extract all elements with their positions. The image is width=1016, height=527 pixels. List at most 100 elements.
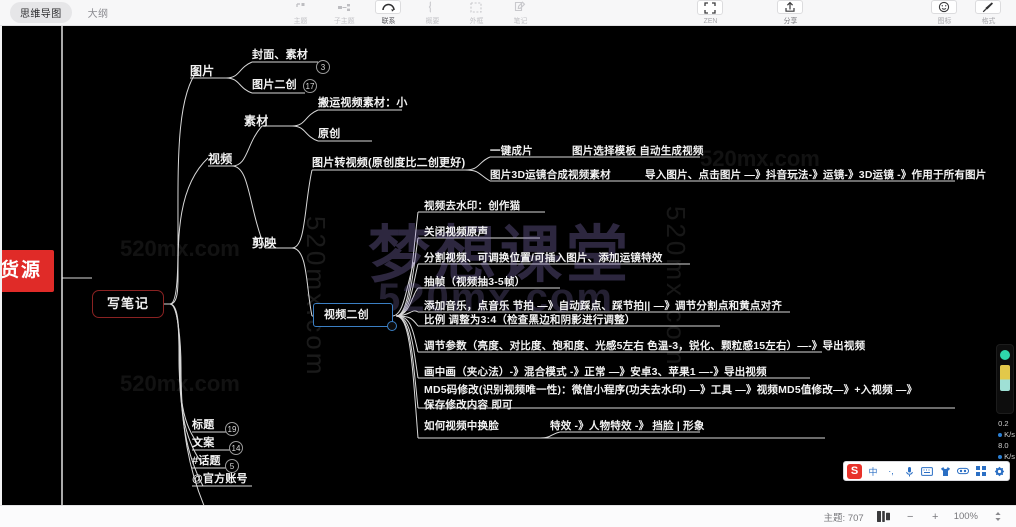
node-jianying[interactable]: 剪映 xyxy=(252,236,277,250)
sogou-logo-icon[interactable]: S xyxy=(847,463,862,479)
node-biaoti[interactable]: 标题 xyxy=(192,419,215,431)
top-toolbar: 思维导图 大纲 主题 子主题 联系 xyxy=(0,0,1016,26)
root-node-huoyuan[interactable]: 货源 xyxy=(0,250,55,292)
node-tiaojie-canshu[interactable]: 调节参数（亮度、对比度、饱和度、光感5左右 色温-3，锐化、颗粒感15左右）—-… xyxy=(424,340,866,352)
topic-icon xyxy=(287,0,313,14)
toolbar-button-summary[interactable]: 概要 xyxy=(410,0,454,26)
fullscreen-icon xyxy=(697,0,723,15)
network-speed-widget[interactable] xyxy=(996,344,1014,414)
note-icon xyxy=(507,0,533,14)
node-huanlian-detail[interactable]: 特效 -》人物特效 -》 挡脸 | 形象 xyxy=(550,420,705,432)
toolbar-button-format[interactable]: 格式 xyxy=(966,0,1010,26)
node-chouzhen[interactable]: 抽帧（视频抽3-5帧） xyxy=(424,276,526,288)
node-md5-xiugai[interactable]: MD5码修改(识别视频唯一性)：微信小程序(功夫去水印) —》工具 —》视频MD… xyxy=(424,384,918,411)
toolbar-label-summary: 概要 xyxy=(425,16,439,25)
toolbar-label-note: 笔记 xyxy=(513,16,527,25)
node-bili[interactable]: 比例 调整为3:4（检查黑边和阴影进行调整） xyxy=(424,314,636,326)
node-guanfang-zhanghao[interactable]: @官方账号 xyxy=(192,473,248,485)
status-bar: 主题: 707 − + 100% xyxy=(0,505,1016,527)
view-mode-tabs: 思维导图 大纲 xyxy=(10,2,118,23)
mindmap-canvas[interactable]: 梦想课堂 520mx.com 520mx.com 520mx.com 520mx… xyxy=(0,26,1016,505)
stepper-icon[interactable] xyxy=(990,510,1006,523)
sogou-ime-toolbar[interactable]: S 中 ·, xyxy=(843,461,1010,481)
toolbar-button-zen[interactable]: ZEN xyxy=(688,0,732,26)
keyboard-icon[interactable] xyxy=(920,464,934,478)
toolbar-label-subtopic: 子主题 xyxy=(333,16,355,25)
node-guanbi-yuansheng[interactable]: 关闭视频原声 xyxy=(424,226,489,238)
node-huati[interactable]: #话题 xyxy=(192,455,221,467)
node-banyun-shipin-sucai[interactable]: 搬运视频素材：小 xyxy=(318,97,408,109)
toolbar-label-icons: 图标 xyxy=(937,16,951,25)
subtopic-icon xyxy=(331,0,357,14)
node-tianjia-yinyue[interactable]: 添加音乐，点音乐 节拍 —》自动踩点、踩节拍|| —》调节分割点和黄点对齐 xyxy=(424,300,783,312)
zen-toolbar-group: ZEN xyxy=(688,0,732,26)
node-tupian-zhuan-shipin[interactable]: 图片转视频(原创度比二创更好) xyxy=(312,157,466,169)
node-wenan[interactable]: 文案 xyxy=(192,437,215,449)
format-toolbar-group: 图标 格式 xyxy=(922,0,1010,26)
toolbar-button-share[interactable]: 分享 xyxy=(768,0,812,26)
toolbar-label-format: 格式 xyxy=(981,16,995,25)
node-tupian-3d[interactable]: 图片3D运镜合成视频素材 xyxy=(490,169,611,181)
badge-huati[interactable]: 5 xyxy=(225,459,239,473)
settings-icon[interactable] xyxy=(992,464,1006,478)
canvas-left-edge xyxy=(0,26,2,505)
node-yuanchuang[interactable]: 原创 xyxy=(318,128,341,140)
apps-icon[interactable] xyxy=(974,464,988,478)
zoom-out-button[interactable]: − xyxy=(906,510,914,523)
node-sucai[interactable]: 素材 xyxy=(244,114,269,128)
badge-biaoti[interactable]: 19 xyxy=(225,422,239,436)
legend-value-up: 0.2 xyxy=(998,419,1009,428)
ime-punctuation-icon[interactable]: ·, xyxy=(888,466,894,476)
summary-icon xyxy=(419,0,445,14)
toolbar-label-topic: 主题 xyxy=(293,16,307,25)
node-fengmian-sucai[interactable]: 封面、素材 xyxy=(252,49,308,61)
toolbar-label-zen: ZEN xyxy=(703,16,717,25)
node-shipin-erchuang-selected[interactable]: 视频二创 xyxy=(313,303,397,331)
legend-unit-down: K/s xyxy=(1004,452,1015,461)
network-speed-legend: 0.2 K/s 8.0 K/s xyxy=(998,418,1015,462)
insert-toolbar-group: 主题 子主题 联系 概要 xyxy=(278,0,542,26)
legend-unit-up: K/s xyxy=(1004,430,1015,439)
toolbar-label-relation: 联系 xyxy=(381,16,395,25)
layout-icon[interactable] xyxy=(876,510,892,523)
theme-count-label: 主题: 707 xyxy=(823,512,864,524)
badge-wenan[interactable]: 14 xyxy=(229,441,243,455)
share-icon xyxy=(777,0,803,14)
badge-fengmian[interactable]: 3 xyxy=(316,60,330,74)
shirt-icon[interactable] xyxy=(938,464,952,478)
branch-node-xiebiji[interactable]: 写笔记 xyxy=(92,290,165,318)
node-shipin[interactable]: 视频 xyxy=(208,152,233,166)
badge-tupian-erchuang[interactable]: 17 xyxy=(303,79,317,93)
zoom-level-label: 100% xyxy=(953,511,978,522)
capsule-icon[interactable] xyxy=(956,464,970,478)
toolbar-button-relation[interactable]: 联系 xyxy=(366,0,410,26)
frame-icon xyxy=(463,0,489,14)
relation-icon xyxy=(375,0,401,14)
node-yijian-chengpian[interactable]: 一键成片 xyxy=(490,145,533,157)
tab-mindmap[interactable]: 思维导图 xyxy=(10,2,72,23)
node-tupian[interactable]: 图片 xyxy=(190,64,215,78)
node-huazhonghua[interactable]: 画中画（夹心法）-》混合模式 -》正常 —》安卓3、苹果1 —-》导出视频 xyxy=(424,366,767,378)
legend-dot-down-icon xyxy=(998,454,1003,459)
node-tupian-3d-detail[interactable]: 导入图片、点击图片 —》抖音玩法-》运镜-》3D运镜 -》作用于所有图片 xyxy=(645,169,987,181)
legend-dot-up-icon xyxy=(998,432,1003,437)
toolbar-button-subtopic[interactable]: 子主题 xyxy=(322,0,366,26)
toolbar-button-frame[interactable]: 外框 xyxy=(454,0,498,26)
ime-mode-chinese[interactable]: 中 xyxy=(868,466,878,477)
node-huanlian[interactable]: 如何视频中换脸 xyxy=(424,420,499,432)
toolbar-button-icons[interactable]: 图标 xyxy=(922,0,966,26)
zoom-in-button[interactable]: + xyxy=(931,510,939,523)
emoji-icon xyxy=(931,0,957,14)
node-qushuiyin[interactable]: 视频去水印：创作猫 xyxy=(424,200,521,212)
speed-bar-icon xyxy=(1000,365,1010,391)
node-tupian-erchuang[interactable]: 图片二创 xyxy=(252,79,297,91)
tab-outline[interactable]: 大纲 xyxy=(87,9,109,20)
toolbar-button-topic[interactable]: 主题 xyxy=(278,0,322,26)
mic-icon[interactable] xyxy=(902,464,916,478)
node-yijian-chengpian-detail[interactable]: 图片选择模板 自动生成视频 xyxy=(572,145,704,157)
toolbar-label-frame: 外框 xyxy=(469,16,483,25)
mindmap-connectors xyxy=(61,26,955,505)
toolbar-button-note[interactable]: 笔记 xyxy=(498,0,542,26)
node-fenge-shipin[interactable]: 分割视频、可调换位置/可插入图片、添加运镜特效 xyxy=(424,252,663,264)
